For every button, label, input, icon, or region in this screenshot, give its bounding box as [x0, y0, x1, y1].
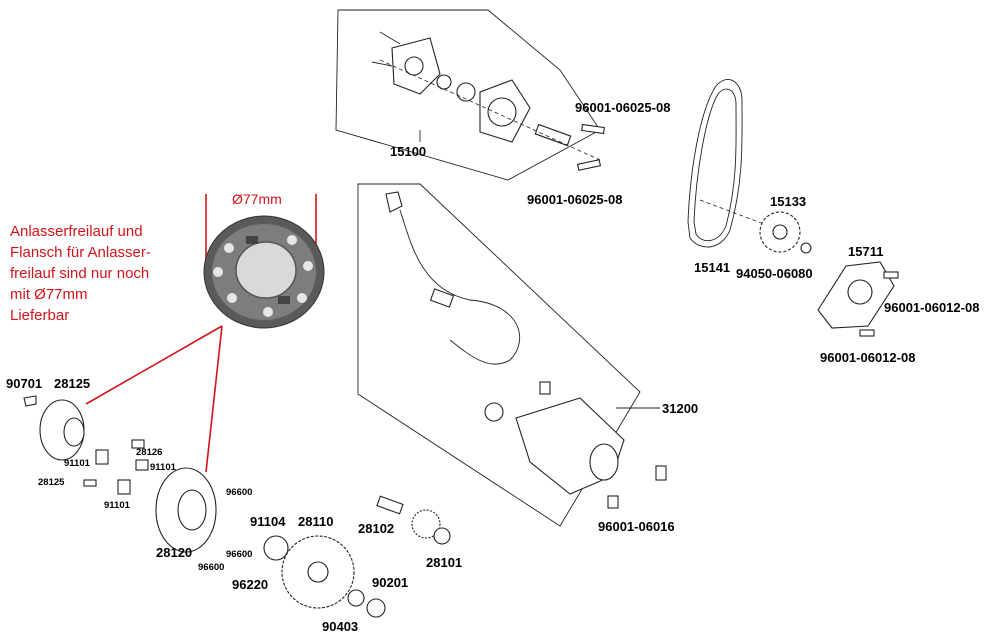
note-line-2: Flansch für Anlasser- — [10, 244, 151, 261]
label-screw-2: 96600 — [226, 549, 252, 560]
photo-leader-lines — [85, 325, 223, 473]
label-chain: 15141 — [694, 260, 730, 275]
label-shaft: 28102 — [358, 521, 394, 536]
sprocket — [759, 211, 812, 254]
label-cover-bolt-2: 96001-06012-08 — [820, 350, 915, 365]
label-clutch-outer: 28120 — [156, 545, 192, 560]
diameter-label: Ø77mm — [232, 191, 282, 207]
starter-motor-assembly — [357, 183, 667, 527]
label-starter-assy: 31200 — [662, 401, 698, 416]
pump-cover — [817, 261, 899, 337]
label-idle-gear: 28101 — [426, 555, 462, 570]
label-screw-1: 96600 — [226, 487, 252, 498]
label-bolt-top-2: 96001-06025-08 — [527, 192, 622, 207]
freewheel-photo: Ø77mm — [203, 191, 325, 329]
label-pump-cover: 15711 — [848, 244, 883, 259]
label-washer: 90201 — [372, 575, 408, 590]
starter-clutch-parts — [23, 395, 451, 618]
label-screw-3: 96600 — [198, 562, 224, 573]
availability-note: Anlasserfreilauf und Flansch für Anlasse… — [10, 223, 151, 324]
label-sprocket-bolt: 94050-06080 — [736, 266, 813, 281]
label-roller-3: 91101 — [104, 500, 131, 511]
label-oil-pump-assy: 15100 — [390, 144, 426, 159]
label-spring: 28126 — [136, 447, 162, 458]
label-key: 90701 — [6, 376, 42, 391]
label-bolt-top-1: 96001-06025-08 — [575, 100, 670, 115]
label-key-2: 96220 — [232, 577, 268, 592]
label-roller-1: 91101 — [64, 458, 91, 469]
note-line-5: Lieferbar — [10, 307, 69, 324]
label-needle-bearing: 91104 — [250, 514, 286, 529]
oil-pump-assembly — [335, 9, 605, 181]
label-sprocket: 15133 — [770, 194, 806, 209]
label-starter-bolt: 96001-06016 — [598, 519, 675, 534]
label-plug: 28125 — [38, 477, 65, 488]
note-line-1: Anlasserfreilauf und — [10, 223, 143, 240]
label-starter-gear: 28110 — [298, 514, 333, 529]
label-nut: 90403 — [322, 619, 358, 634]
label-flange: 28125 — [54, 376, 90, 391]
note-line-4: mit Ø77mm — [10, 286, 88, 303]
label-roller-2: 91101 — [150, 462, 177, 473]
label-cover-bolt-1: 96001-06012-08 — [884, 300, 979, 315]
note-line-3: freilauf sind nur noch — [10, 265, 149, 282]
